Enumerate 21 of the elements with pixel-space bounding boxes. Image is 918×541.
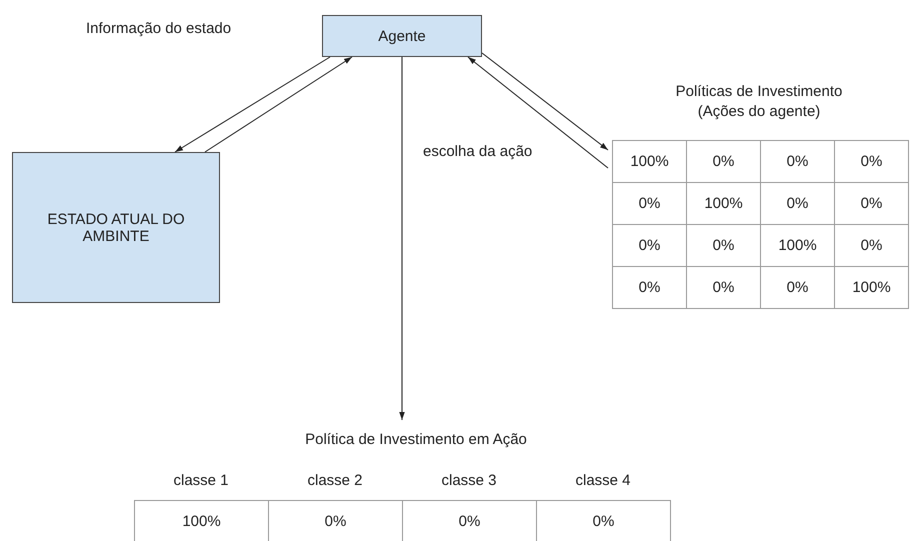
arrow [399,56,405,420]
arrow [174,56,330,152]
state-box: ESTADO ATUAL DO AMBINTE [12,152,220,303]
table-cell: 100% [834,266,909,309]
table-cell: 0% [834,140,909,183]
table-cell: 100% [134,500,269,541]
column-header: classe 3 [402,466,536,494]
table-cell: 0% [536,500,671,541]
annotation-text: Informação do estado [86,20,232,37]
column-header: classe 4 [536,466,670,494]
column-header: classe 1 [134,466,268,494]
table-title: Política de Investimento em Ação [304,430,528,450]
table-cell: 0% [612,266,687,309]
arrow [468,56,608,168]
table-cell: 100% [612,140,687,183]
table-title: Políticas de Investimento (Ações do agente) [674,82,844,121]
agent-box: Agente [322,15,482,57]
column-header: classe 2 [268,466,402,494]
arrow [204,56,352,152]
annotation-text: escolha da ação [423,143,532,160]
arrow [482,52,608,150]
